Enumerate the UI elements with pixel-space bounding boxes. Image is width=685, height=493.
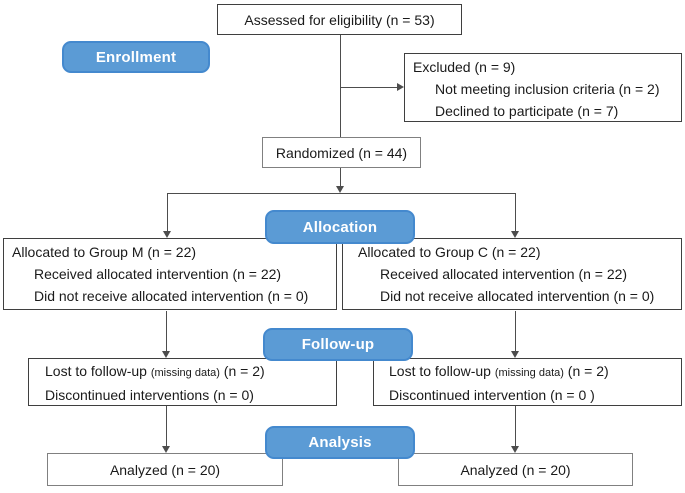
box-allocated-group-c: Allocated to Group C (n = 22) Received a…	[342, 238, 682, 310]
excluded-item: Declined to participate (n = 7)	[435, 103, 619, 119]
randomized-text: Randomized (n = 44)	[275, 144, 408, 161]
connector-assessed-to-randomized	[340, 35, 341, 137]
arrowhead-analyzed-c	[511, 446, 519, 453]
followup-m-lost-main: Lost to follow-up	[45, 363, 151, 379]
arrowhead-analyzed-m	[162, 446, 170, 453]
followup-c-lost-small: (missing data)	[494, 367, 564, 379]
stage-label-followup: Follow-up	[263, 328, 413, 361]
arrowhead-group-m	[163, 231, 171, 238]
arrowhead-followup-c	[511, 351, 519, 358]
box-followup-group-c: Lost to follow-up (missing data) (n = 2)…	[373, 358, 682, 406]
arrowhead-group-c	[511, 231, 519, 238]
followup-c-lost-line: Lost to follow-up (missing data) (n = 2)	[389, 360, 681, 384]
connector-branch-to-excluded	[340, 87, 397, 88]
connector-split-to-group-m	[167, 193, 168, 231]
arrowhead-followup-m	[162, 351, 170, 358]
connector-group-c-to-followup	[515, 311, 516, 351]
connector-group-m-to-followup	[166, 311, 167, 351]
box-assessed-eligibility: Assessed for eligibility (n = 53)	[217, 4, 462, 35]
box-analyzed-group-c: Analyzed (n = 20)	[398, 453, 633, 486]
assessed-text: Assessed for eligibility (n = 53)	[244, 11, 435, 28]
arrowhead-split	[336, 186, 344, 193]
split-horizontal-line	[167, 193, 516, 194]
followup-m-lost-line: Lost to follow-up (missing data) (n = 2)	[45, 360, 336, 384]
arrowhead-excluded	[397, 83, 404, 91]
box-allocated-group-m: Allocated to Group M (n = 22) Received a…	[3, 238, 337, 310]
group-c-item: Received allocated intervention (n = 22)	[380, 266, 628, 282]
box-randomized: Randomized (n = 44)	[262, 137, 421, 168]
analyzed-c-text: Analyzed (n = 20)	[460, 461, 571, 478]
connector-randomized-to-split	[340, 168, 341, 187]
stage-label-followup-text: Follow-up	[301, 336, 375, 353]
box-analyzed-group-m: Analyzed (n = 20)	[47, 453, 283, 486]
followup-m-lost-tail: (n = 2)	[219, 363, 265, 379]
excluded-item: Not meeting inclusion criteria (n = 2)	[435, 81, 660, 97]
followup-m-discontinued: Discontinued interventions (n = 0)	[45, 387, 254, 403]
group-c-title: Allocated to Group C (n = 22)	[358, 244, 541, 260]
group-c-item: Did not receive allocated intervention (…	[380, 288, 655, 304]
group-m-title: Allocated to Group M (n = 22)	[12, 244, 197, 260]
connector-followup-m-to-analyzed	[166, 406, 167, 446]
stage-label-enrollment-text: Enrollment	[95, 48, 177, 66]
followup-c-lost-tail: (n = 2)	[563, 363, 609, 379]
connector-split-to-group-c	[515, 193, 516, 231]
stage-label-analysis: Analysis	[265, 426, 415, 459]
followup-c-discontinued: Discontinued intervention (n = 0 )	[389, 387, 595, 403]
group-m-item: Received allocated intervention (n = 22)	[34, 266, 282, 282]
followup-c-lost-main: Lost to follow-up	[389, 363, 495, 379]
followup-m-lost-small: (missing data)	[150, 367, 220, 379]
stage-label-enrollment: Enrollment	[62, 41, 210, 73]
stage-label-allocation: Allocation	[265, 210, 415, 244]
analyzed-m-text: Analyzed (n = 20)	[109, 461, 221, 478]
box-excluded: Excluded (n = 9) Not meeting inclusion c…	[404, 53, 682, 122]
stage-label-allocation-text: Allocation	[302, 218, 378, 236]
group-m-item: Did not receive allocated intervention (…	[34, 288, 309, 304]
stage-label-analysis-text: Analysis	[308, 434, 372, 451]
box-followup-group-m: Lost to follow-up (missing data) (n = 2)…	[28, 358, 337, 406]
excluded-title: Excluded (n = 9)	[413, 59, 516, 75]
connector-followup-c-to-analyzed	[515, 406, 516, 446]
